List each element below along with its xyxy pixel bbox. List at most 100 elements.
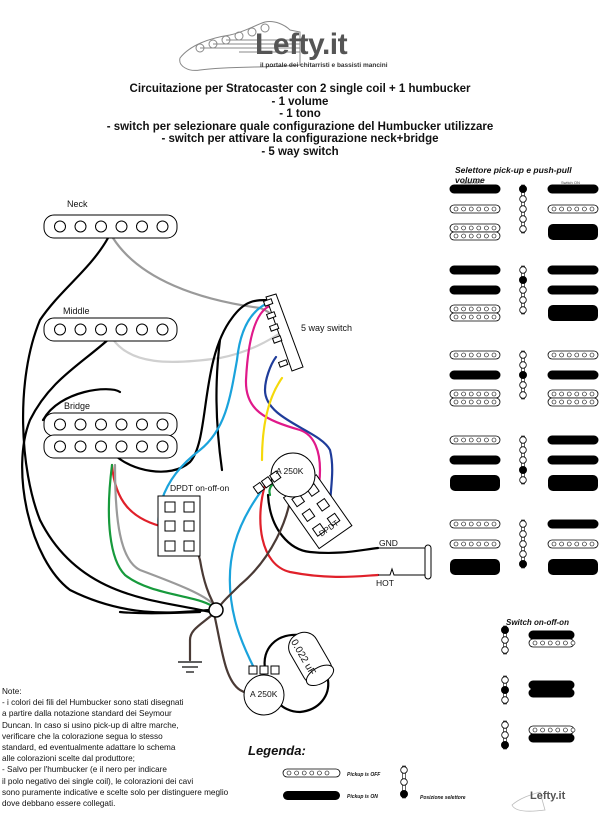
pole-dot (453, 206, 459, 212)
pole-dot (453, 233, 459, 239)
notes-line: Note: (2, 687, 22, 696)
notes-line: standard, ed eventualmente adattare lo s… (2, 743, 176, 753)
label-neck: Neck (67, 199, 88, 209)
pole-dot (476, 352, 482, 358)
pole-dot (484, 206, 489, 212)
pole-dot (461, 306, 466, 312)
pole-dot (551, 391, 557, 397)
wire-black-bridge-loop (113, 298, 272, 473)
tone-pot (243, 665, 285, 716)
pole-dot (491, 314, 497, 320)
column-switch-off: Switch OFF (461, 180, 482, 185)
pole-piece (54, 220, 66, 233)
selector-dot (400, 778, 408, 786)
notes-line: a partire dalla notazione standard dei S… (2, 709, 172, 719)
selector-dot (519, 215, 527, 223)
pickup-on-icon (449, 184, 501, 194)
pole-piece (54, 323, 66, 336)
pickup-on-icon (547, 285, 599, 295)
footer-logo[interactable]: Lefty.it (530, 790, 566, 802)
selector-dot (519, 286, 527, 294)
volume-pot-with-dpdt (252, 452, 353, 550)
wire-black-gnd (266, 493, 380, 555)
label-bridge: Bridge (64, 401, 91, 411)
pole-dot (453, 391, 459, 397)
pole-dot (484, 399, 489, 405)
notes-line: sono puramente indicative e scelte solo … (2, 787, 229, 797)
wire-brown-ground (188, 613, 214, 662)
selector-dot (519, 540, 527, 548)
pole-dot (589, 206, 595, 212)
pole-dot (540, 640, 545, 646)
pole-dot (453, 541, 459, 547)
pole-piece (54, 440, 66, 453)
pole-dot (551, 399, 557, 405)
pole-dot (468, 233, 474, 239)
capacitor (288, 631, 335, 687)
pole-piece (136, 220, 148, 233)
onoff-chart-title: Switch on-off-on (506, 618, 569, 627)
legend-pickup-on-label: Pickup is ON (347, 794, 378, 800)
notes: Note: - i colori dei fili del Humbucker … (2, 686, 252, 809)
pole-piece (136, 418, 148, 431)
pole-dot (491, 541, 497, 547)
logo-tagline: il portale dei chitarristi e bassisti ma… (260, 62, 388, 69)
selector-dot (501, 721, 509, 729)
pole-dot (555, 727, 561, 733)
pole-dot (461, 399, 466, 405)
pole-dot (540, 727, 545, 733)
selector-active-dot (519, 184, 528, 193)
pole-piece (115, 440, 128, 453)
pole-dot (476, 437, 482, 443)
pole-dot (484, 225, 489, 231)
selector-dot (501, 676, 509, 684)
pole-dot (491, 352, 497, 358)
pole-dot (491, 225, 497, 231)
selector-chart-title: Selettore pick-up e push-pull volume (455, 165, 572, 185)
selector-active-dot (519, 465, 528, 474)
pole-piece (156, 323, 169, 336)
pole-dot (476, 541, 482, 547)
pickup-on-icon (449, 370, 501, 380)
humbucker-on-icon (548, 475, 598, 491)
pole-piece (115, 418, 128, 431)
selector-dot (519, 476, 527, 484)
pole-dot (491, 437, 497, 443)
pole-dot (547, 727, 553, 733)
pole-piece (74, 323, 87, 336)
pole-dot (476, 206, 482, 212)
pickup-on-icon (547, 435, 599, 445)
pickup-on-icon (547, 519, 599, 529)
pole-dot (461, 391, 466, 397)
pole-dot (317, 770, 322, 776)
selector-row (449, 519, 599, 575)
pole-dot (476, 521, 482, 527)
selector-dot (400, 766, 408, 774)
selector-dot (519, 266, 527, 274)
pole-dot (461, 437, 466, 443)
selector-dot (519, 195, 527, 203)
selector-row (449, 350, 599, 407)
pole-dot (559, 206, 564, 212)
pole-dot (309, 770, 315, 776)
humbucker-on-icon (450, 475, 500, 491)
pole-dot (468, 352, 474, 358)
wire-magenta (244, 303, 321, 512)
pole-dot (324, 770, 330, 776)
pole-dot (468, 437, 474, 443)
pole-piece (115, 323, 128, 336)
pole-dot (559, 352, 564, 358)
notes-line: Duncan. In caso si usino pick-up di altr… (2, 720, 179, 730)
pole-dot (491, 391, 497, 397)
label-five-way-switch: 5 way switch (301, 323, 353, 333)
pole-dot (468, 225, 474, 231)
title-line: Circuitazione per Stratocaster con 2 sin… (129, 83, 471, 95)
site-logo[interactable]: Lefty.it il portale dei chitarristi e ba… (175, 18, 435, 78)
wire-black-middle (21, 336, 212, 614)
legend-pickup-on-icon (283, 791, 340, 800)
pole-piece (115, 220, 128, 233)
selector-dot (501, 696, 509, 704)
pole-dot (582, 352, 587, 358)
label-hot: HOT (376, 578, 394, 588)
pole-dot (559, 541, 564, 547)
